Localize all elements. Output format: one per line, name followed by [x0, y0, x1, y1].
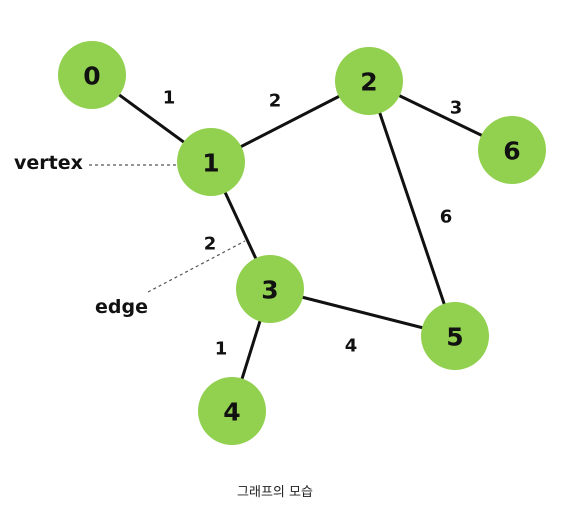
vertex-label-1: 1	[202, 149, 219, 178]
vertex-4: 4	[198, 377, 266, 445]
vertex-label-2: 2	[360, 68, 377, 97]
diagram-caption: 그래프의 모습	[237, 485, 313, 500]
vertex-label-6: 6	[503, 137, 520, 166]
vertex-circle-3	[236, 255, 304, 323]
vertex-circle-4	[198, 377, 266, 445]
edge-weight-1-3: 2	[204, 234, 217, 255]
edge-weight-0-1: 1	[163, 88, 176, 109]
edge-2-5	[367, 79, 457, 338]
edge-weight-3-4: 1	[215, 339, 228, 360]
vertex-1: 1	[177, 128, 245, 196]
nodes-layer: 0 1 2 3 4 5 6	[58, 41, 546, 445]
vertex-5: 5	[421, 302, 489, 370]
edge-leader-line	[147, 240, 246, 293]
edge-annotation-label: edge	[95, 296, 148, 318]
edge-weight-1-2: 2	[269, 91, 282, 112]
vertex-circle-0	[58, 41, 126, 109]
vertex-annotation-label: vertex	[14, 152, 83, 174]
vertex-2: 2	[335, 47, 403, 115]
vertex-circle-1	[177, 128, 245, 196]
vertex-circle-5	[421, 302, 489, 370]
edge-weight-2-6: 3	[450, 98, 463, 119]
vertex-label-5: 5	[446, 323, 463, 352]
vertex-label-4: 4	[223, 398, 240, 427]
edge-weight-2-5: 6	[440, 207, 453, 228]
edge-weight-3-5: 4	[345, 336, 358, 357]
vertex-6: 6	[478, 116, 546, 184]
annotation-leaders	[89, 164, 246, 293]
vertex-circle-2	[335, 47, 403, 115]
vertex-3: 3	[236, 255, 304, 323]
vertex-label-0: 0	[83, 62, 100, 91]
vertex-circle-6	[478, 116, 546, 184]
edge-weights-layer: 1 2 3 6 2 4 1	[163, 88, 463, 360]
vertex-label-3: 3	[261, 276, 278, 305]
vertex-0: 0	[58, 41, 126, 109]
